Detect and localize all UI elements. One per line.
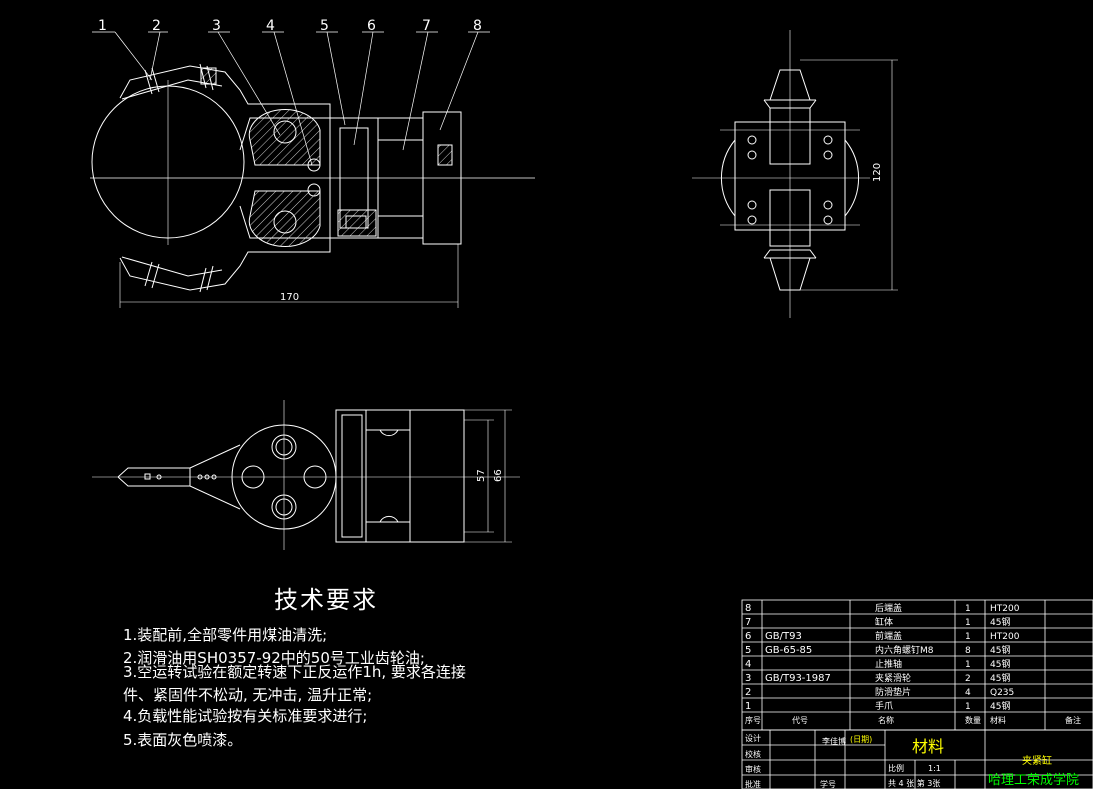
bom-cell-name: 手爪 — [875, 700, 893, 712]
tb-review: 审核 — [745, 764, 761, 774]
bom-header-name: 名称 — [878, 715, 894, 725]
bom-cell-material: 45钢 — [990, 658, 1010, 670]
bom-cell-qty: 4 — [965, 688, 971, 698]
handle-upper — [117, 444, 241, 478]
tb-check: 校核 — [745, 749, 761, 759]
pads-lower — [144, 261, 214, 293]
bom-cell-qty: 1 — [965, 604, 971, 614]
bom-cell-material: HT200 — [990, 632, 1020, 642]
dimension-170: 170 — [280, 292, 299, 303]
tech-line-4: 件、紧固件不松动, 无冲击, 温升正常; — [123, 686, 373, 704]
bom-cell-no: 4 — [745, 659, 751, 670]
bom-cell-name: 止推轴 — [875, 658, 902, 670]
lower-roller — [248, 190, 321, 247]
titleblock-text: 设计 李佳博 (日期) 校核 审核 批准 学号 材料 夹紧缸 比例 1:1 共 … — [745, 733, 1079, 789]
tb-part-name: 夹紧缸 — [1022, 754, 1052, 767]
balloon-7: 7 — [422, 18, 431, 34]
bom-cell-material: 45钢 — [990, 672, 1010, 684]
bom-cell-name: 内六角螺钉M8 — [875, 644, 934, 656]
bom-cell-qty: 8 — [965, 646, 971, 656]
upper-roller — [248, 109, 321, 166]
balloon-4: 4 — [266, 18, 275, 34]
pads-upper — [144, 63, 217, 95]
tb-material: 材料 — [912, 737, 944, 756]
bom-cell-name: 防滑垫片 — [875, 686, 911, 698]
bom-cell-no: 1 — [745, 701, 751, 712]
handle-lower — [117, 476, 241, 510]
tb-date: (日期) — [850, 735, 872, 744]
bom-cell-qty: 2 — [965, 674, 971, 684]
tech-line-2: 2.润滑油用SH0357-92中的50号工业齿轮油; — [123, 649, 425, 667]
tech-line-3: 3.空运转试验在额定转速下正反运作1h, 要求各连接 — [123, 663, 466, 681]
screw-section — [337, 209, 377, 237]
bom-cell-no: 2 — [745, 687, 751, 698]
balloon-6: 6 — [367, 18, 376, 34]
bom-cell-name: 缸体 — [875, 616, 893, 628]
tb-designer: 李佳博 — [822, 736, 846, 746]
bom-col-lines — [761, 600, 1046, 730]
tech-line-6: 5.表面灰色喷漆。 — [123, 731, 243, 749]
bom-header-note: 备注 — [1065, 715, 1081, 725]
bom-header-qty: 数量 — [965, 715, 981, 725]
bom-cell-no: 6 — [745, 631, 751, 642]
side-view — [692, 30, 898, 318]
bom-header-material: 材料 — [990, 715, 1006, 725]
balloon-3: 3 — [212, 18, 221, 34]
top-housing — [409, 409, 465, 543]
bom-cell-code: GB/T93 — [765, 631, 802, 642]
bom-cell-name: 后端盖 — [875, 602, 902, 614]
bom-row-lines — [742, 613, 1093, 713]
bom-cell-no: 7 — [745, 617, 751, 628]
bom-cell-no: 8 — [745, 603, 751, 614]
tech-line-1: 1.装配前,全部零件用煤油清洗; — [123, 626, 328, 644]
tb-approve: 批准 — [745, 779, 761, 789]
bom-cell-name: 夹紧滑轮 — [875, 672, 911, 684]
bom-cell-name: 前端盖 — [875, 630, 902, 642]
tb-school: 哈理工荣成学院 — [988, 772, 1079, 788]
tb-design: 设计 — [745, 733, 761, 743]
bom-cell-material: 45钢 — [990, 644, 1010, 656]
front-view — [90, 31, 535, 308]
bom-cell-qty: 1 — [965, 660, 971, 670]
dimension-66: 66 — [493, 469, 504, 482]
bom-cell-qty: 1 — [965, 632, 971, 642]
side-body — [734, 121, 846, 231]
balloon-1: 1 — [98, 18, 107, 34]
bom-cell-material: HT200 — [990, 604, 1020, 614]
bom-header-code: 代号 — [792, 715, 808, 725]
bom-cell-no: 3 — [745, 673, 751, 684]
tb-scale: 1:1 — [928, 764, 941, 773]
bom-cell-material: 45钢 — [990, 700, 1010, 712]
leader-lines — [92, 31, 490, 166]
balloon-5: 5 — [320, 18, 329, 34]
dimension-120: 120 — [872, 163, 883, 182]
bom-cell-material: 45钢 — [990, 616, 1010, 628]
bom-cell-code: GB/T93-1987 — [765, 673, 831, 684]
tb-sheets: 共 4 张 第 3张 — [888, 778, 940, 788]
balloon-8: 8 — [473, 18, 482, 34]
bom-cell-material: Q235 — [990, 688, 1014, 698]
balloon-2: 2 — [152, 18, 161, 34]
balloon-labels: 1 2 3 4 5 6 7 8 170 — [98, 18, 482, 303]
top-view — [92, 400, 520, 550]
tb-scale-label: 比例 — [888, 763, 904, 773]
tb-student-no: 学号 — [820, 779, 836, 789]
bom-cell-qty: 1 — [965, 702, 971, 712]
bom-cell-no: 5 — [745, 645, 751, 656]
bom-cell-code: GB-65-85 — [765, 645, 812, 656]
tech-requirements-title: 技术要求 — [274, 586, 378, 614]
dimension-57: 57 — [476, 469, 487, 482]
rear-cover — [422, 111, 462, 245]
bom-cell-qty: 1 — [965, 618, 971, 628]
bom-header-no: 序号 — [745, 715, 761, 725]
bom-table — [741, 599, 1093, 789]
tech-line-5: 4.负载性能试验按有关标准要求进行; — [123, 707, 368, 725]
